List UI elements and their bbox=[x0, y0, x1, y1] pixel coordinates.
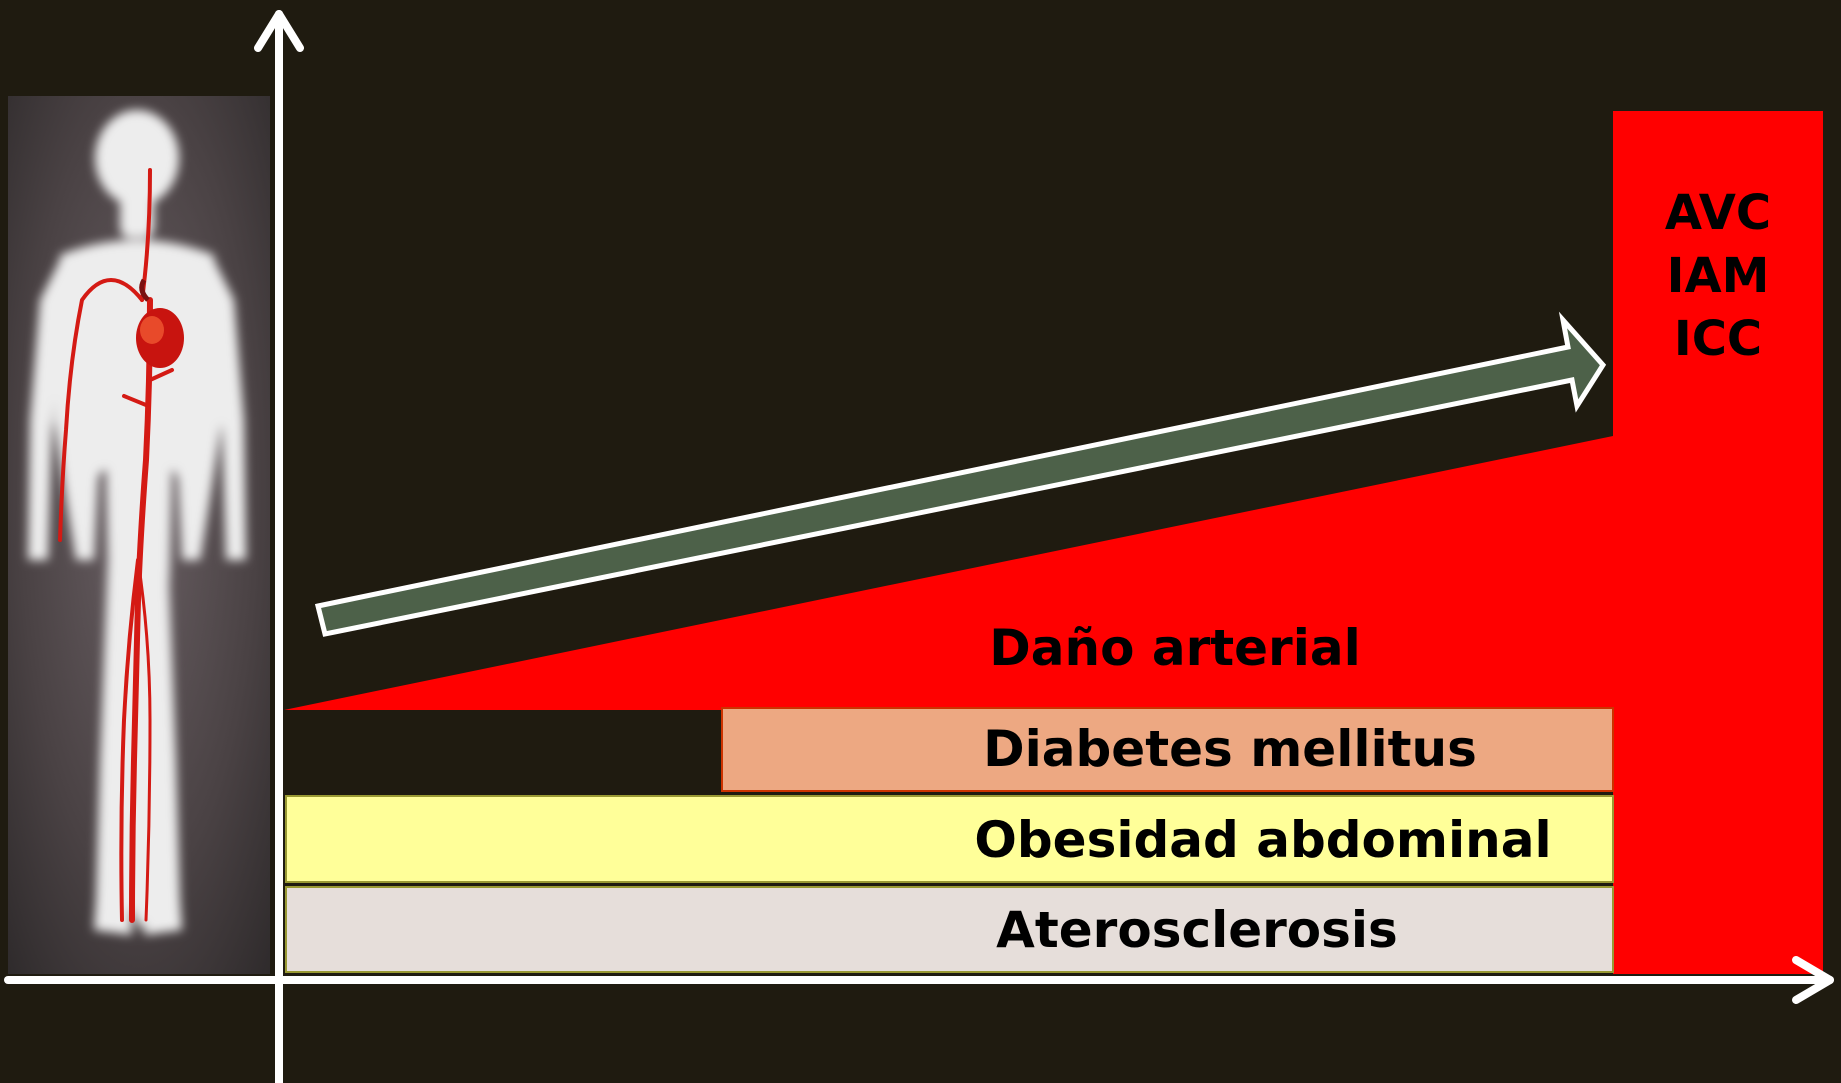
aterosclerosis-label: Aterosclerosis bbox=[996, 901, 1398, 959]
dano-arterial-label: Daño arterial bbox=[989, 619, 1360, 677]
obesidad-abdominal-label: Obesidad abdominal bbox=[974, 811, 1551, 869]
human-body-illustration bbox=[8, 96, 270, 974]
aterosclerosis-bar bbox=[286, 887, 1613, 972]
outcome-icc: ICC bbox=[1674, 311, 1762, 367]
outcome-iam: IAM bbox=[1667, 248, 1770, 304]
outcome-avc: AVC bbox=[1665, 185, 1771, 241]
diabetes-mellitus-label: Diabetes mellitus bbox=[983, 720, 1477, 778]
